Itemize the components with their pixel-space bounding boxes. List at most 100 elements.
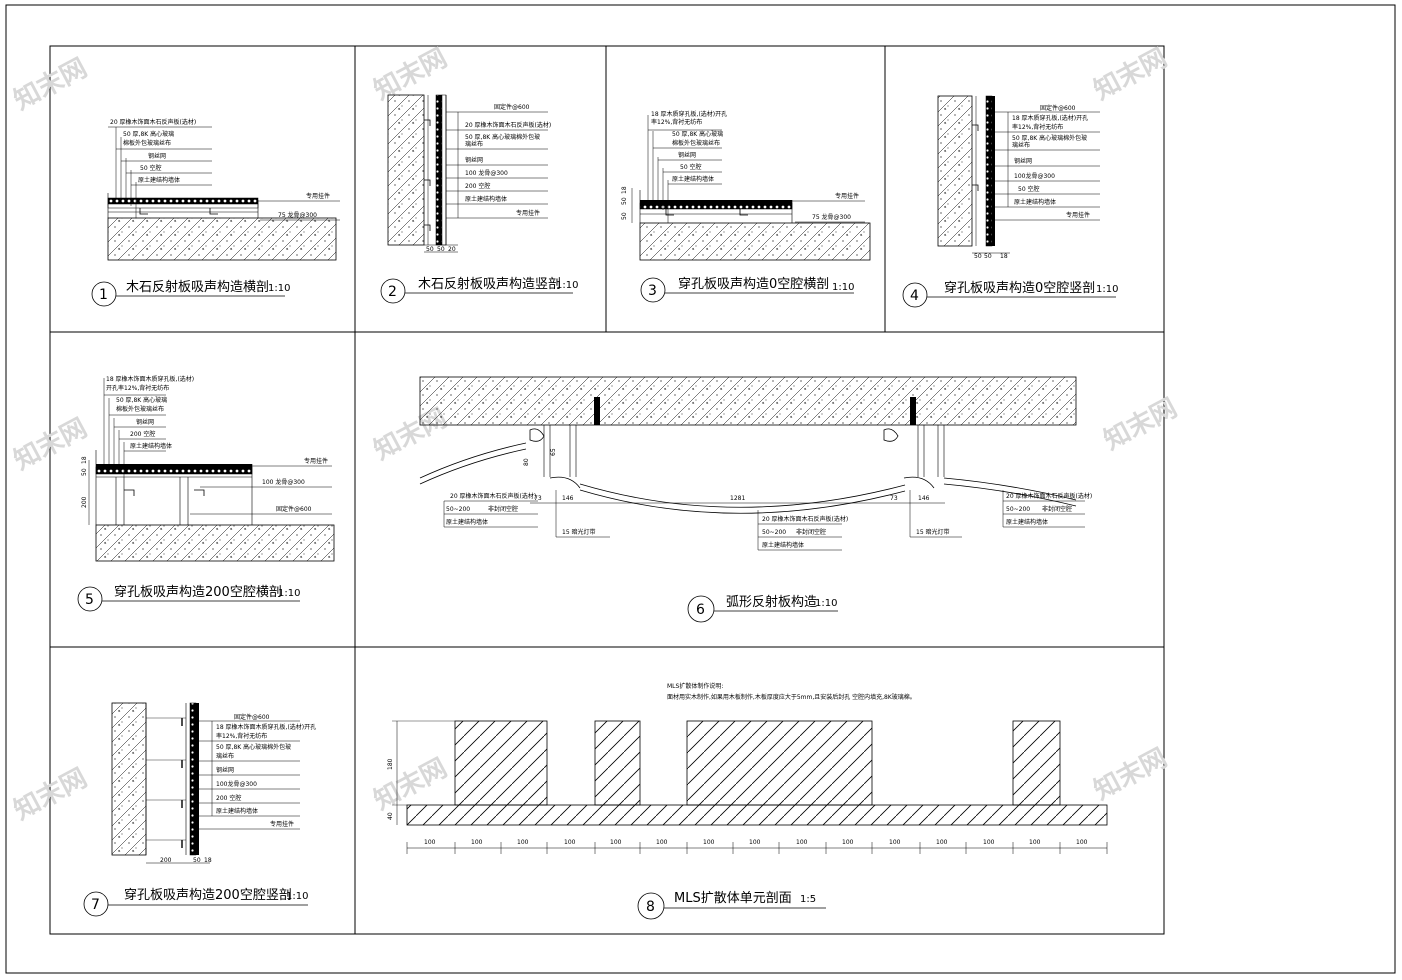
svg-text:知末网: 知末网 (9, 763, 92, 826)
svg-text:100: 100 (610, 839, 622, 846)
svg-text:200 空腔: 200 空腔 (130, 430, 155, 438)
svg-text:木石反射板吸声构造竖剖: 木石反射板吸声构造竖剖 (418, 276, 561, 292)
svg-text:率12%,背衬无纺布: 率12%,背衬无纺布 (216, 732, 267, 740)
svg-text:20: 20 (448, 246, 456, 253)
svg-text:18 厚橡木饰面木质穿孔板,(选材): 18 厚橡木饰面木质穿孔板,(选材) (106, 375, 194, 383)
svg-text:1:5: 1:5 (800, 894, 816, 905)
svg-text:50: 50 (81, 468, 88, 476)
svg-text:50: 50 (984, 253, 992, 260)
svg-text:钢丝网: 钢丝网 (1014, 157, 1032, 165)
svg-text:1:10: 1:10 (278, 588, 300, 599)
svg-text:180: 180 (387, 758, 394, 770)
sheet-outer-border (5, 4, 1396, 974)
svg-text:棉板外包玻璃丝布: 棉板外包玻璃丝布 (123, 139, 171, 147)
detail-7-vertical-section: 200 50 18 固定件@600 18 厚橡木饰面木质穿孔板,(选材)开孔 率… (83, 702, 316, 917)
detail-1-horizontal-section: 20 厚橡木饰面木石反声板(选材) 50 厚,8K 高心玻璃 棉板外包玻璃丝布 … (91, 118, 340, 307)
svg-text:固定件@600: 固定件@600 (276, 505, 312, 513)
svg-text:非封闭空腔: 非封闭空腔 (488, 505, 518, 513)
sheet-inner-border (49, 45, 1165, 935)
svg-text:50 厚,8K 高心玻璃棉外包玻: 50 厚,8K 高心玻璃棉外包玻 (1012, 134, 1087, 142)
svg-text:50~200: 50~200 (1006, 506, 1030, 513)
svg-text:原土建结构墙体: 原土建结构墙体 (138, 176, 180, 184)
svg-text:20 厚橡木饰面木石反声板(选材): 20 厚橡木饰面木石反声板(选材) (1006, 492, 1092, 500)
svg-text:非封闭空腔: 非封闭空腔 (1042, 505, 1072, 513)
svg-text:2: 2 (388, 284, 397, 300)
svg-text:50~200: 50~200 (446, 506, 470, 513)
svg-text:1:10: 1:10 (815, 598, 837, 609)
svg-text:100: 100 (1029, 839, 1041, 846)
svg-text:50: 50 (621, 197, 628, 205)
svg-text:50: 50 (437, 246, 445, 253)
svg-text:弧形反射板构造: 弧形反射板构造 (726, 594, 817, 610)
svg-text:1: 1 (99, 287, 108, 303)
svg-text:钢丝网: 钢丝网 (148, 152, 166, 160)
svg-text:18 厚木质穿孔板,(选材)开孔: 18 厚木质穿孔板,(选材)开孔 (1012, 114, 1088, 122)
svg-text:50 空腔: 50 空腔 (140, 164, 162, 172)
svg-text:5: 5 (85, 592, 94, 608)
svg-text:钢丝网: 钢丝网 (216, 766, 234, 774)
svg-text:钢丝网: 钢丝网 (136, 418, 154, 426)
svg-text:木石反射板吸声构造横剖: 木石反射板吸声构造横剖 (126, 279, 269, 295)
svg-text:4: 4 (910, 288, 919, 304)
svg-text:73: 73 (890, 495, 898, 502)
svg-text:专用挂件: 专用挂件 (516, 209, 540, 217)
detail-4-vertical-section: 50 50 18 固定件@600 18 厚木质穿孔板,(选材)开孔 率12%,背… (902, 95, 1118, 308)
svg-text:100: 100 (889, 839, 901, 846)
svg-text:6: 6 (696, 602, 705, 618)
svg-text:100 龙骨@300: 100 龙骨@300 (465, 169, 508, 177)
svg-text:20 厚橡木饰面木石反声板(选材): 20 厚橡木饰面木石反声板(选材) (762, 515, 848, 523)
svg-text:18: 18 (204, 857, 212, 864)
svg-text:开孔率12%,背衬无纺布: 开孔率12%,背衬无纺布 (106, 384, 169, 392)
detail-3-horizontal-section: 50 50 18 18 厚木质穿孔板,(选材)开孔 率12%,背衬无纺布 50 … (621, 110, 871, 303)
svg-text:18: 18 (81, 456, 88, 464)
svg-text:固定件@600: 固定件@600 (494, 103, 530, 111)
svg-text:50 空腔: 50 空腔 (680, 163, 702, 171)
svg-text:穿孔板吸声构造0空腔横剖: 穿孔板吸声构造0空腔横剖 (678, 276, 829, 292)
svg-text:50: 50 (974, 253, 982, 260)
svg-text:100: 100 (796, 839, 808, 846)
svg-text:1:10: 1:10 (556, 280, 578, 291)
svg-text:1:10: 1:10 (268, 283, 290, 294)
svg-text:50 厚,8K 高心玻璃棉外包玻: 50 厚,8K 高心玻璃棉外包玻 (216, 743, 291, 751)
svg-text:穿孔板吸声构造0空腔竖剖: 穿孔板吸声构造0空腔竖剖 (944, 280, 1095, 296)
svg-text:MLS扩散体单元剖面: MLS扩散体单元剖面 (674, 891, 792, 906)
svg-text:原土建结构墙体: 原土建结构墙体 (465, 195, 507, 203)
svg-text:非封闭空腔: 非封闭空腔 (796, 528, 826, 536)
svg-text:75 龙骨@300: 75 龙骨@300 (278, 211, 317, 219)
svg-text:40: 40 (387, 812, 394, 820)
svg-text:20 厚橡木饰面木石反声板(选材): 20 厚橡木饰面木石反声板(选材) (110, 118, 196, 126)
svg-text:知末网: 知末网 (9, 53, 92, 116)
svg-text:100龙骨@300: 100龙骨@300 (216, 780, 257, 788)
svg-text:100: 100 (424, 839, 436, 846)
detail-5-horizontal-section: 200 50 18 18 厚橡木饰面木质穿孔板,(选材) 开孔率12%,背衬无纺… (77, 375, 335, 612)
svg-text:50 空腔: 50 空腔 (1018, 185, 1040, 193)
svg-text:73: 73 (534, 495, 542, 502)
svg-text:50: 50 (193, 857, 201, 864)
svg-text:专用挂件: 专用挂件 (306, 192, 330, 200)
svg-text:面材用实木制作,如果用木板制作,木板厚度应大于5mm,且安装: 面材用实木制作,如果用木板制作,木板厚度应大于5mm,且安装后封孔 空腔内填充,… (667, 693, 916, 701)
svg-text:100: 100 (1076, 839, 1088, 846)
svg-text:原土建结构墙体: 原土建结构墙体 (130, 442, 172, 450)
svg-text:1:10: 1:10 (286, 891, 308, 902)
svg-text:专用挂件: 专用挂件 (835, 192, 859, 200)
svg-text:固定件@600: 固定件@600 (234, 713, 270, 721)
svg-text:20 厚橡木饰面木石反声板(选材): 20 厚橡木饰面木石反声板(选材) (465, 121, 551, 129)
svg-text:18: 18 (621, 186, 628, 194)
svg-text:知末网: 知末网 (9, 413, 92, 476)
detail-8-mls-diffuser: MLS扩散体制作说明: 面材用实木制作,如果用木板制作,木板厚度应大于5mm,且… (387, 682, 1108, 920)
svg-text:原土建结构墙体: 原土建结构墙体 (1014, 198, 1056, 206)
svg-text:知末网: 知末网 (1099, 393, 1182, 456)
svg-text:7: 7 (91, 897, 100, 913)
svg-text:璃丝布: 璃丝布 (1012, 141, 1030, 149)
svg-text:钢丝网: 钢丝网 (678, 151, 696, 159)
svg-text:50~200: 50~200 (762, 529, 786, 536)
svg-text:100: 100 (656, 839, 668, 846)
svg-text:专用挂件: 专用挂件 (304, 457, 328, 465)
svg-text:固定件@600: 固定件@600 (1040, 104, 1076, 112)
svg-text:率12%,背衬无纺布: 率12%,背衬无纺布 (651, 118, 702, 126)
dim-ticks (406, 842, 1108, 854)
svg-text:璃丝布: 璃丝布 (465, 140, 483, 148)
svg-text:200: 200 (81, 496, 88, 508)
svg-text:50: 50 (426, 246, 434, 253)
